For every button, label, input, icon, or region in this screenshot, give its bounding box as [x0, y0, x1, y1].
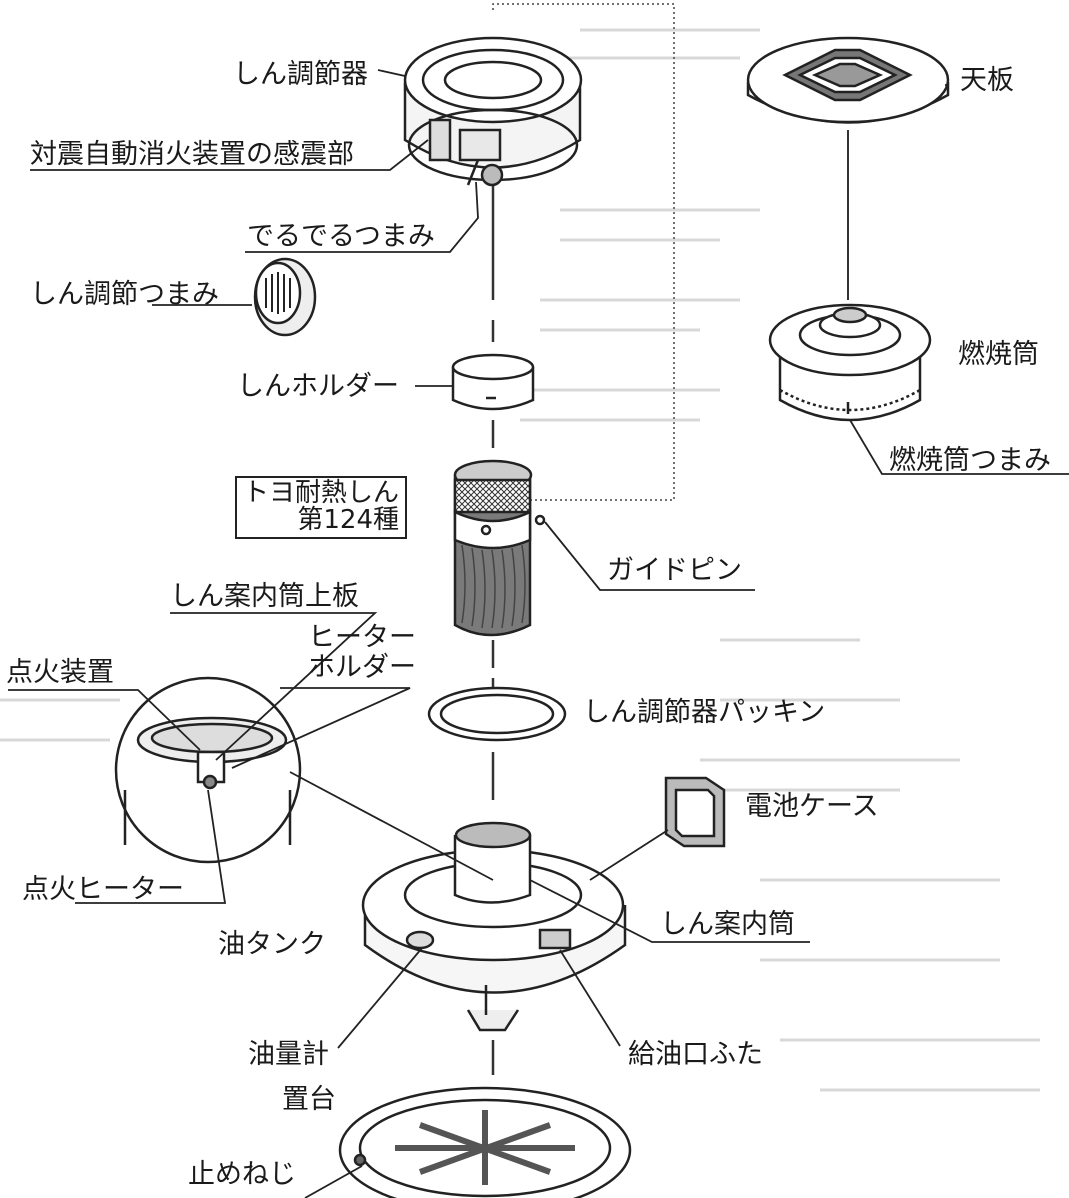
- label-deruderu: でるでるつまみ: [247, 221, 435, 252]
- label-nenshoutou-tsumami: 燃焼筒つまみ: [889, 445, 1051, 476]
- dotted-connector: [492, 3, 675, 501]
- label-yuryoukei: 油量計: [248, 1039, 329, 1070]
- label-toyo-taineshin-box: トヨ耐熱しん 第124種: [235, 476, 408, 539]
- label-tenka-heater: 点火ヒーター: [22, 874, 184, 905]
- label-shin-holder: しんホルダー: [237, 371, 399, 402]
- label-tenka-souchi: 点火装置: [6, 657, 114, 688]
- label-okidai: 置台: [282, 1084, 336, 1115]
- label-heater-holder-line2: ホルダー: [308, 651, 416, 683]
- background-scan-text: [0, 28, 1040, 1092]
- shin-chousetsuki-part: [403, 36, 583, 187]
- label-shin-annaitou: しん案内筒: [660, 909, 795, 940]
- label-kanshinbu: 対震自動消火装置の感震部: [30, 139, 354, 170]
- label-toyo-line2: 第124種: [297, 505, 400, 536]
- label-shin-chousetsuki: しん調節器: [233, 59, 368, 90]
- leader-lines: [8, 69, 1069, 1198]
- label-tenban: 天板: [960, 65, 1014, 96]
- label-denchi-case: 電池ケース: [745, 791, 879, 822]
- packing-part: [427, 686, 567, 742]
- denchi-case-part: [664, 776, 726, 848]
- label-kyuyuguchi: 給油口ふた: [628, 1039, 763, 1070]
- label-nenshoutou: 燃焼筒: [958, 339, 1039, 370]
- label-guide-pin: ガイドピン: [607, 555, 742, 586]
- tenban-part: [746, 36, 950, 124]
- label-shin-annaitou-jouban: しん案内筒上板: [170, 581, 359, 612]
- okidai-part: [338, 1086, 632, 1198]
- label-tomeneji: 止めねじ: [188, 1159, 296, 1190]
- label-shin-chousetsu-tsumami: しん調節つまみ: [30, 279, 219, 310]
- label-heater-holder-line1: ヒーター: [308, 622, 416, 653]
- taiyetsushin-part: [453, 459, 546, 637]
- label-packing: しん調節器パッキン: [583, 697, 826, 728]
- label-heater-holder: ヒーター ホルダー: [308, 623, 416, 682]
- label-toyo-line1: トヨ耐熱しん: [243, 478, 400, 508]
- tenka-souchi-detail: [114, 676, 302, 864]
- shin-chousetsu-tsumami-part: [253, 257, 317, 337]
- label-abura-tank: 油タンク: [218, 929, 326, 960]
- nenshoutou-part: [768, 303, 932, 422]
- abura-tank-part: [361, 821, 627, 1032]
- shin-holder-part: [451, 353, 535, 411]
